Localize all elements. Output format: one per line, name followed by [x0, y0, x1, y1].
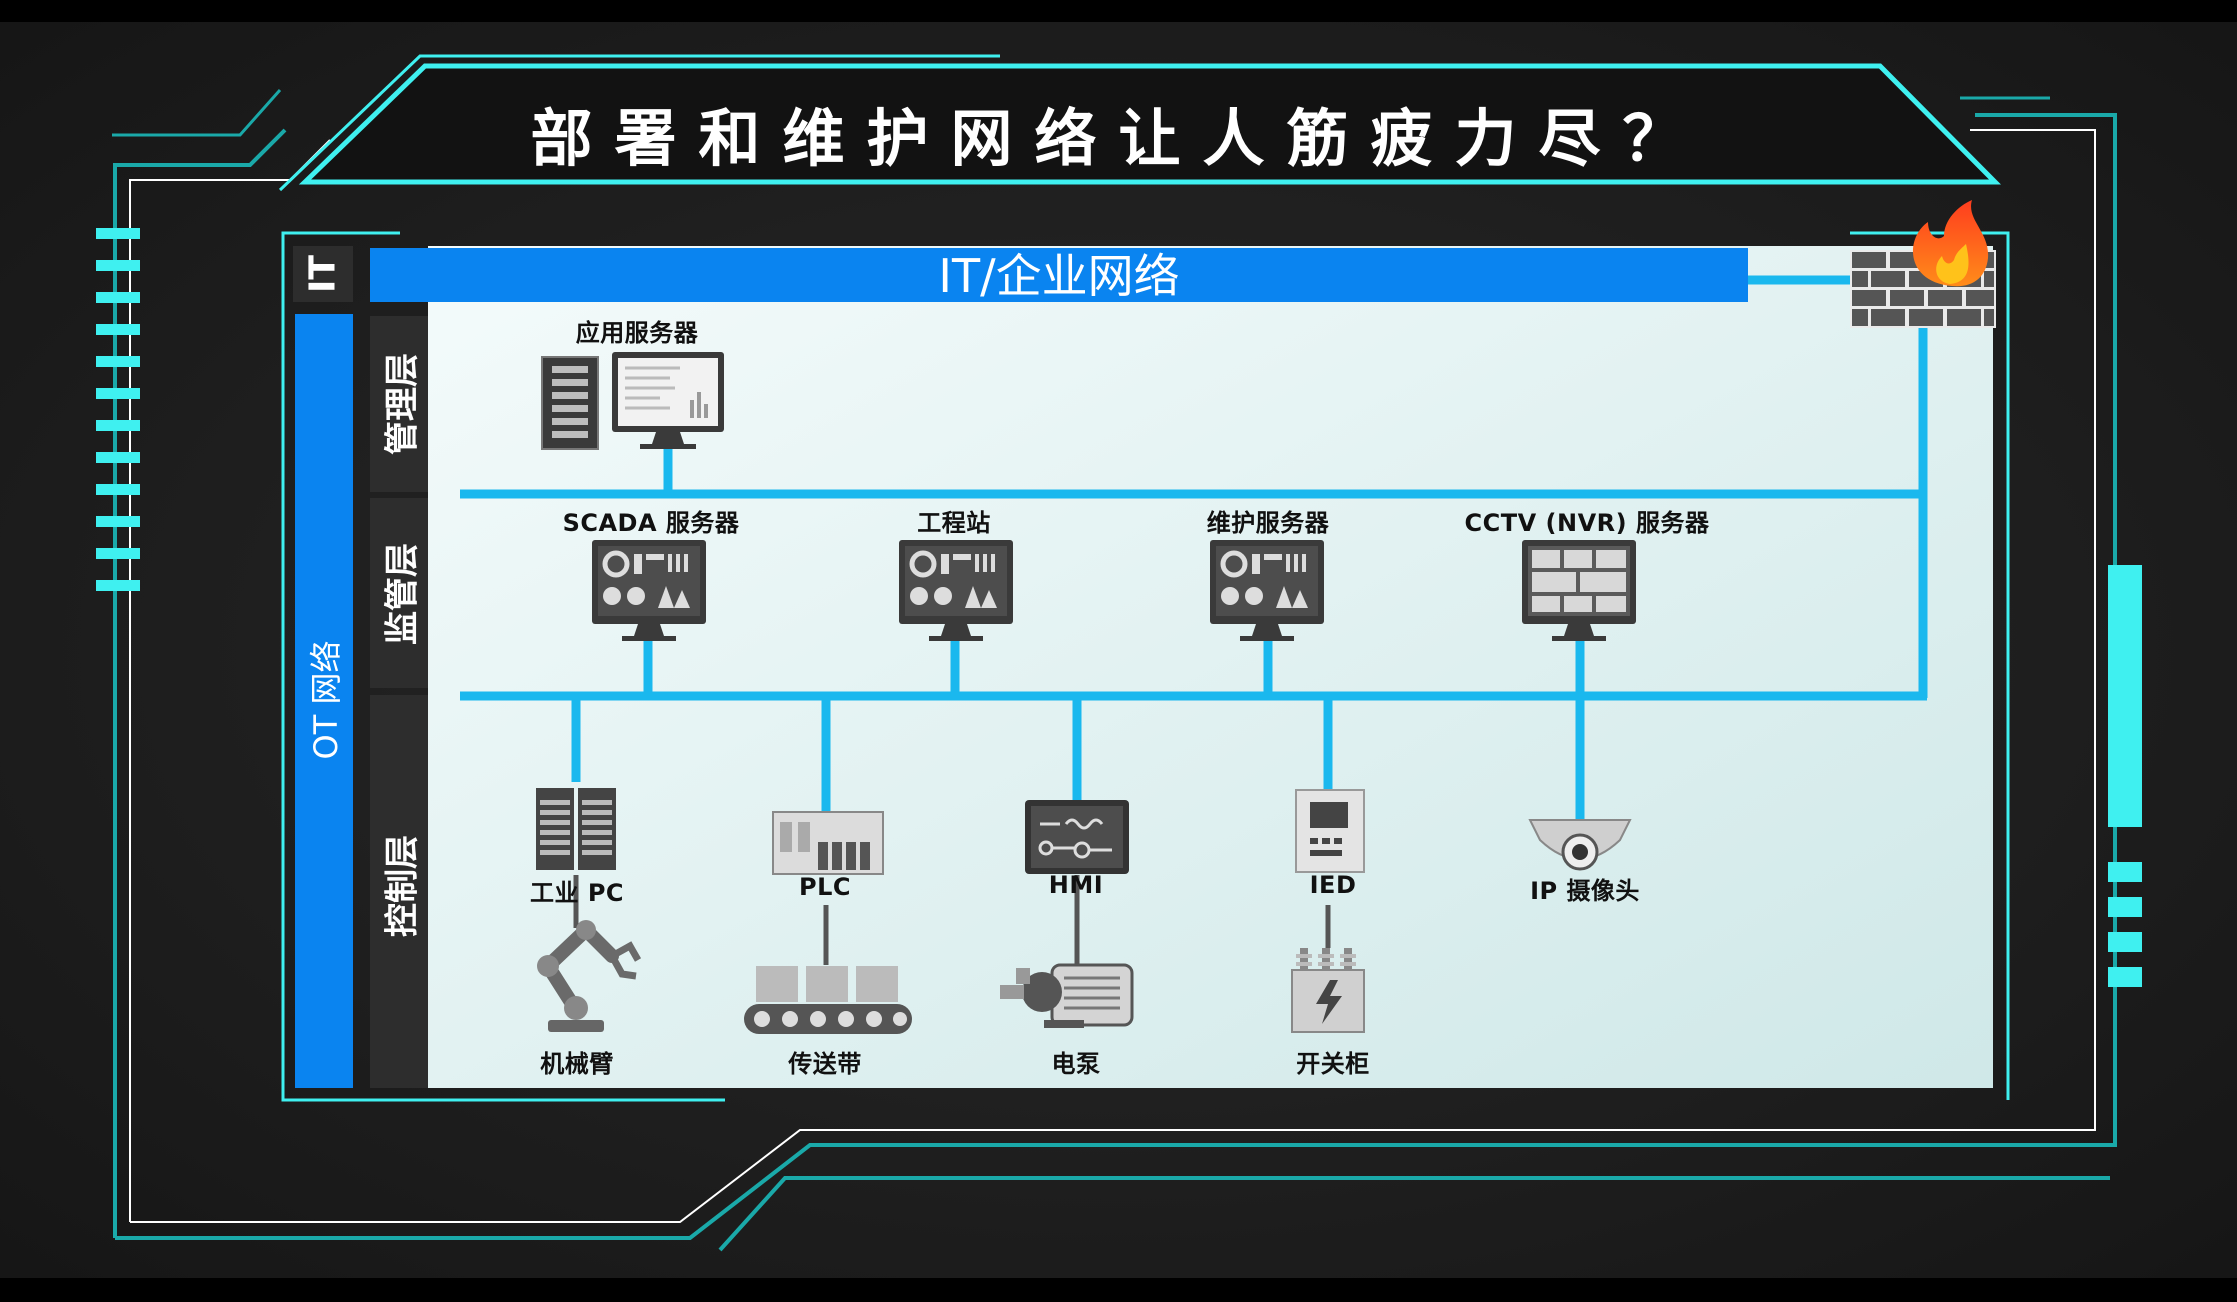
pump-icon — [1000, 963, 1134, 1028]
scada-server-label: SCADA 服务器 — [562, 509, 740, 537]
ot-network-label: OT 网络 — [307, 640, 345, 760]
ied-label: IED — [1309, 871, 1357, 899]
app-server-icon — [541, 352, 724, 450]
scada-server-icon — [592, 540, 706, 641]
industrial-pc-label: 工业 PC — [529, 879, 625, 907]
it-network-bar — [370, 248, 1748, 302]
it-short-label: IT — [302, 255, 344, 293]
left-tick-marks — [96, 228, 140, 591]
ip-camera-icon — [1528, 819, 1632, 871]
maintenance-server-label: 维护服务器 — [1206, 509, 1330, 537]
supervision-layer-band — [370, 498, 428, 688]
maintenance-server-icon — [1210, 540, 1324, 641]
right-tick-marks — [2108, 565, 2142, 987]
app-server-label: 应用服务器 — [575, 319, 699, 347]
switchgear-icon — [1291, 948, 1365, 1033]
pump-label: 电泵 — [1051, 1050, 1101, 1078]
top-letterbox — [0, 0, 2237, 22]
bottom-letterbox — [0, 1278, 2237, 1302]
hmi-icon — [1025, 800, 1129, 874]
management-layer-label: 管理层 — [382, 353, 423, 455]
robot-arm-icon — [537, 920, 642, 1032]
industrial-pc-icon — [536, 788, 616, 870]
supervision-layer-label: 监管层 — [382, 543, 423, 645]
outer-frame — [112, 89, 2117, 1252]
ip-camera-label: IP 摄像头 — [1530, 877, 1640, 905]
engineering-station-icon — [899, 540, 1013, 641]
ied-icon — [1295, 789, 1365, 873]
conveyor-icon — [744, 966, 912, 1034]
it-network-label: IT/企业网络 — [938, 249, 1180, 303]
robot-arm-label: 机械臂 — [540, 1050, 614, 1078]
cctv-server-label: CCTV (NVR) 服务器 — [1464, 509, 1710, 537]
page-title: 部署和维护网络让人筋疲力尽？ — [530, 102, 1707, 175]
engineering-station-label: 工程站 — [917, 509, 991, 537]
firewall-icon — [1850, 250, 1996, 328]
management-layer-band — [370, 316, 428, 492]
ot-network-band — [295, 314, 353, 1088]
title-banner — [298, 63, 2001, 185]
control-layer-label: 控制层 — [382, 835, 423, 937]
conveyor-label: 传送带 — [788, 1050, 862, 1078]
control-layer-band — [370, 695, 428, 1088]
network-lines — [460, 275, 1928, 820]
title-banner-accent — [278, 54, 1000, 192]
panel-frame — [281, 231, 2010, 1102]
cctv-server-icon — [1522, 540, 1636, 641]
device-links — [573, 875, 1331, 965]
plc-icon — [772, 811, 884, 875]
it-short-band — [293, 246, 353, 302]
plc-label: PLC — [799, 873, 851, 901]
fire-icon — [1912, 200, 1989, 287]
hmi-label: HMI — [1048, 871, 1104, 899]
switchgear-label: 开关柜 — [1296, 1050, 1370, 1078]
